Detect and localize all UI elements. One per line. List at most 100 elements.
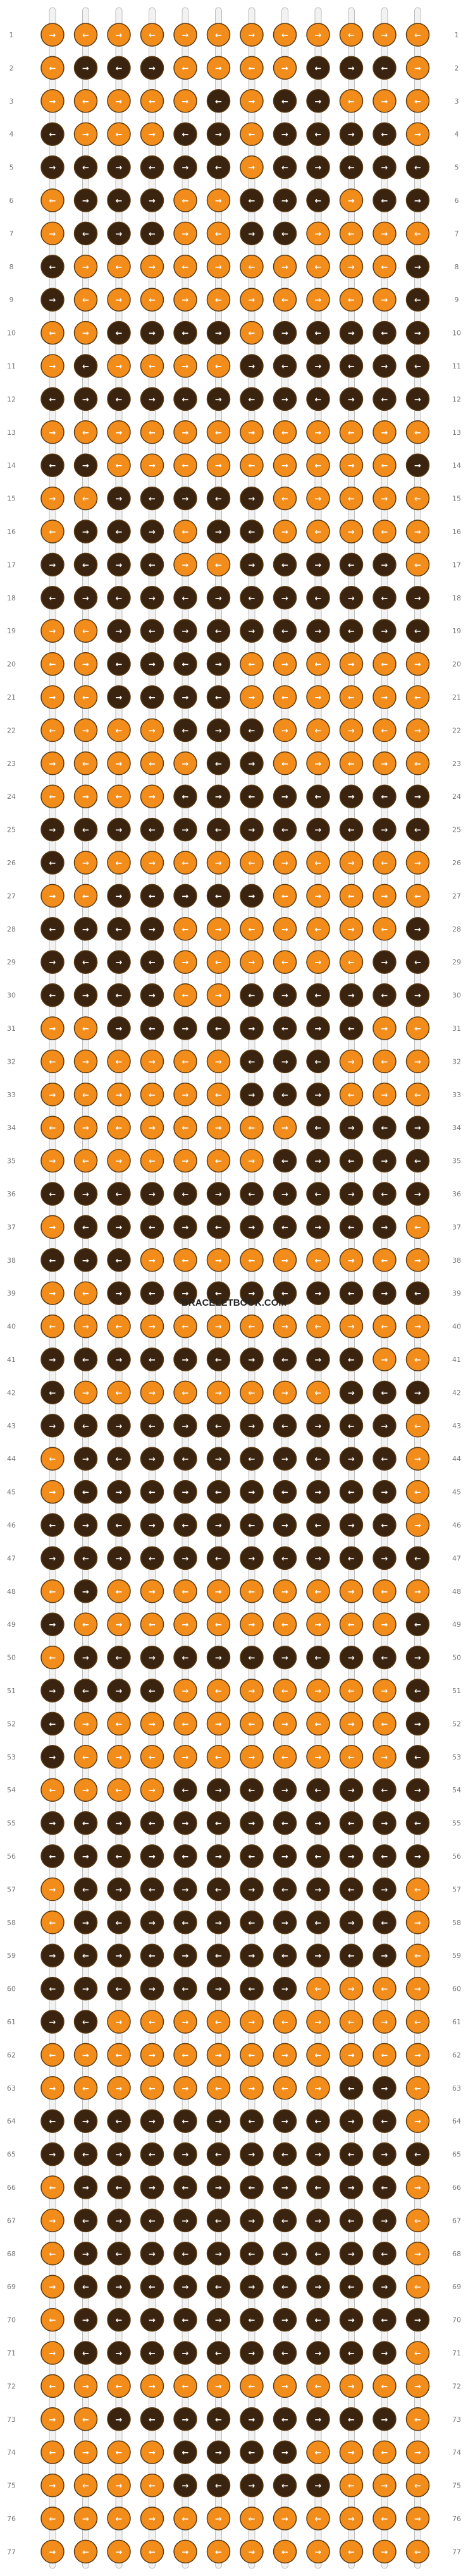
knot-dark — [306, 1182, 330, 1206]
knot-arrow-icon: ← — [315, 395, 322, 404]
knot-dark — [173, 1182, 197, 1206]
knot-dark — [206, 486, 231, 511]
knot-arrow-icon: → — [182, 1488, 189, 1498]
knot: → — [405, 1645, 430, 1670]
knot-light — [273, 255, 297, 279]
knot-dark — [405, 619, 430, 643]
knot-arrow-icon: → — [249, 2018, 256, 2027]
knot-arrow-icon: → — [49, 97, 56, 107]
knot-arrow-icon: ← — [414, 1024, 421, 1034]
knot: ← — [306, 1976, 330, 2001]
knot: → — [40, 884, 65, 908]
row-number-left: 46 — [7, 1521, 16, 1529]
knot-arrow-icon: ← — [281, 627, 288, 636]
knot-arrow-icon: ← — [116, 1057, 123, 1067]
knot-dark — [206, 1546, 231, 1571]
knot: → — [373, 155, 397, 179]
knot: → — [405, 983, 430, 1007]
knot-dark — [240, 519, 264, 544]
knot: ← — [140, 2473, 164, 2498]
knot-arrow-icon: ← — [281, 760, 288, 769]
knot-light — [339, 89, 364, 113]
knot: ← — [107, 2043, 131, 2067]
knot-arrow-icon: ← — [414, 2548, 421, 2557]
knot: → — [339, 652, 364, 676]
knot: → — [273, 387, 297, 411]
knot: → — [306, 817, 330, 842]
knot: ← — [140, 288, 164, 312]
row-number-right: 60 — [452, 1985, 461, 1993]
knot-arrow-icon: ← — [116, 2117, 123, 2127]
knot-arrow-icon: → — [315, 2084, 322, 2094]
knot: → — [107, 1479, 131, 1504]
knot: ← — [306, 2307, 330, 2332]
knot: ← — [173, 1182, 197, 1206]
knot: → — [306, 2142, 330, 2166]
knot-arrow-icon: → — [149, 2117, 156, 2127]
knot-arrow-icon: ← — [414, 2018, 421, 2027]
knot: ← — [140, 1877, 164, 1902]
knot-light — [40, 221, 65, 246]
knot-light — [40, 1579, 65, 1603]
knot-arrow-icon: → — [116, 561, 123, 570]
knot-arrow-icon: → — [82, 2515, 89, 2524]
knot-arrow-icon: ← — [215, 1223, 222, 1232]
knot-light — [405, 1314, 430, 1339]
knot-arrow-icon: → — [182, 1422, 189, 1431]
knot-light — [339, 1083, 364, 1107]
knot: → — [339, 784, 364, 808]
knot: ← — [240, 1778, 264, 1802]
knot: → — [339, 2043, 364, 2067]
knot-arrow-icon: → — [348, 1323, 355, 1332]
knot: ← — [273, 1083, 297, 1107]
row-number-left: 54 — [7, 1786, 16, 1794]
knot-dark — [373, 155, 397, 179]
knot: → — [173, 1414, 197, 1438]
knot-arrow-icon: ← — [348, 2216, 355, 2226]
knot-arrow-icon: ← — [348, 2548, 355, 2557]
knot-arrow-icon: → — [149, 1256, 156, 1266]
knot-arrow-icon: → — [249, 1422, 256, 1431]
knot-arrow-icon: ← — [249, 1985, 256, 1995]
knot-light — [373, 1347, 397, 1371]
knot-light — [240, 1314, 264, 1339]
knot-arrow-icon: ← — [82, 2482, 89, 2491]
knot-dark — [339, 1016, 364, 1040]
knot: → — [373, 2076, 397, 2100]
knot-arrow-icon: ← — [249, 660, 256, 670]
knot: ← — [107, 453, 131, 477]
knot-dark — [273, 188, 297, 212]
knot-arrow-icon: → — [381, 428, 388, 438]
knot-arrow-icon: → — [315, 31, 322, 40]
knot-arrow-icon: → — [149, 1852, 156, 1862]
knot-light — [306, 1314, 330, 1339]
knot-arrow-icon: ← — [49, 859, 56, 868]
knot-arrow-icon: → — [49, 1356, 56, 1365]
knot-arrow-icon: → — [381, 2548, 388, 2557]
knot: ← — [173, 983, 197, 1007]
knot: → — [107, 2076, 131, 2100]
knot-arrow-icon: → — [414, 263, 421, 272]
knot-arrow-icon: → — [215, 461, 222, 471]
knot: → — [107, 2473, 131, 2498]
knot: ← — [173, 2043, 197, 2067]
knot: ← — [206, 420, 231, 444]
knot-arrow-icon: → — [281, 1057, 288, 1067]
knot-dark — [173, 320, 197, 345]
knot: → — [73, 1380, 98, 1405]
knot-arrow-icon: ← — [281, 2548, 288, 2557]
knot-light — [140, 1612, 164, 1636]
row-number-right: 30 — [452, 992, 461, 1000]
knot-arrow-icon: → — [215, 726, 222, 736]
knot-arrow-icon: → — [49, 826, 56, 835]
knot: → — [107, 23, 131, 47]
row-number-right: 75 — [452, 2482, 461, 2490]
knot-arrow-icon: → — [315, 1620, 322, 1630]
knot-dark — [373, 784, 397, 808]
knot-arrow-icon: ← — [116, 64, 123, 73]
knot: ← — [107, 255, 131, 279]
row-number-right: 27 — [452, 892, 461, 900]
knot: → — [206, 2175, 231, 2199]
knot-arrow-icon: → — [182, 693, 189, 703]
knot: → — [373, 420, 397, 444]
